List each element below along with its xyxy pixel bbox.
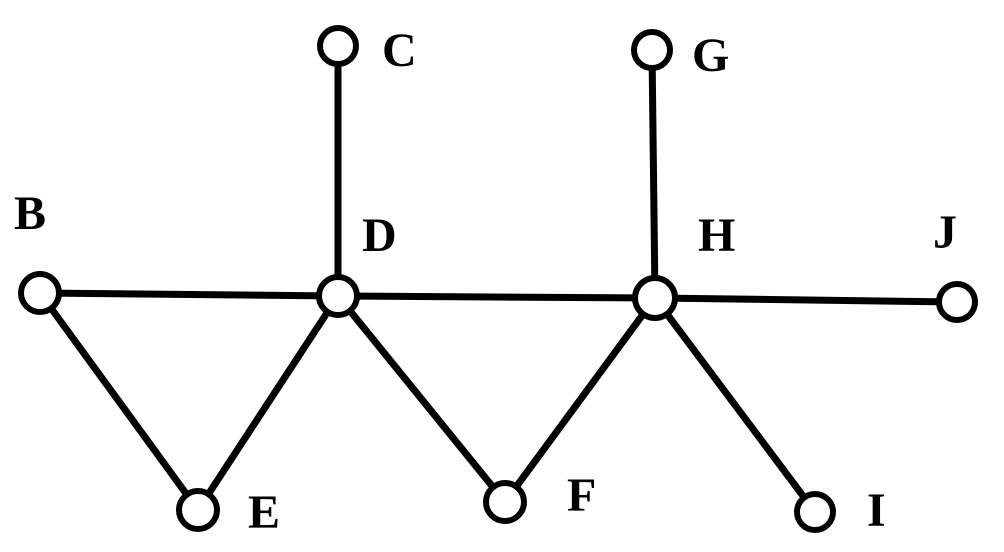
node-e: [176, 488, 220, 532]
node-c: [317, 25, 359, 67]
edge-b-d: [36, 289, 342, 300]
node-b: [18, 271, 62, 315]
edge-h-j: [651, 294, 961, 306]
node-g: [631, 29, 673, 71]
node-label-h: H: [698, 209, 735, 262]
edge-g-h: [648, 46, 659, 302]
label-layer: B C D E F G H I J: [14, 24, 957, 539]
edge-b-e: [36, 289, 202, 514]
node-i: [794, 491, 836, 533]
node-f: [483, 480, 527, 524]
node-j: [936, 281, 978, 323]
edge-e-d: [194, 292, 342, 514]
node-h: [632, 275, 678, 321]
node-label-e: E: [248, 486, 280, 539]
edge-layer: [36, 42, 961, 516]
node-label-g: G: [692, 29, 729, 82]
edge-f-h: [501, 294, 659, 506]
node-d: [316, 274, 360, 318]
node-label-f: F: [567, 469, 596, 522]
edge-d-f: [334, 292, 509, 506]
node-label-d: D: [362, 209, 397, 262]
node-label-i: I: [867, 484, 886, 537]
edge-d-h: [334, 292, 659, 302]
node-layer: [18, 25, 978, 533]
node-label-c: C: [382, 24, 417, 77]
edge-h-i: [651, 294, 819, 516]
node-label-j: J: [933, 206, 957, 259]
node-label-b: B: [14, 187, 46, 240]
